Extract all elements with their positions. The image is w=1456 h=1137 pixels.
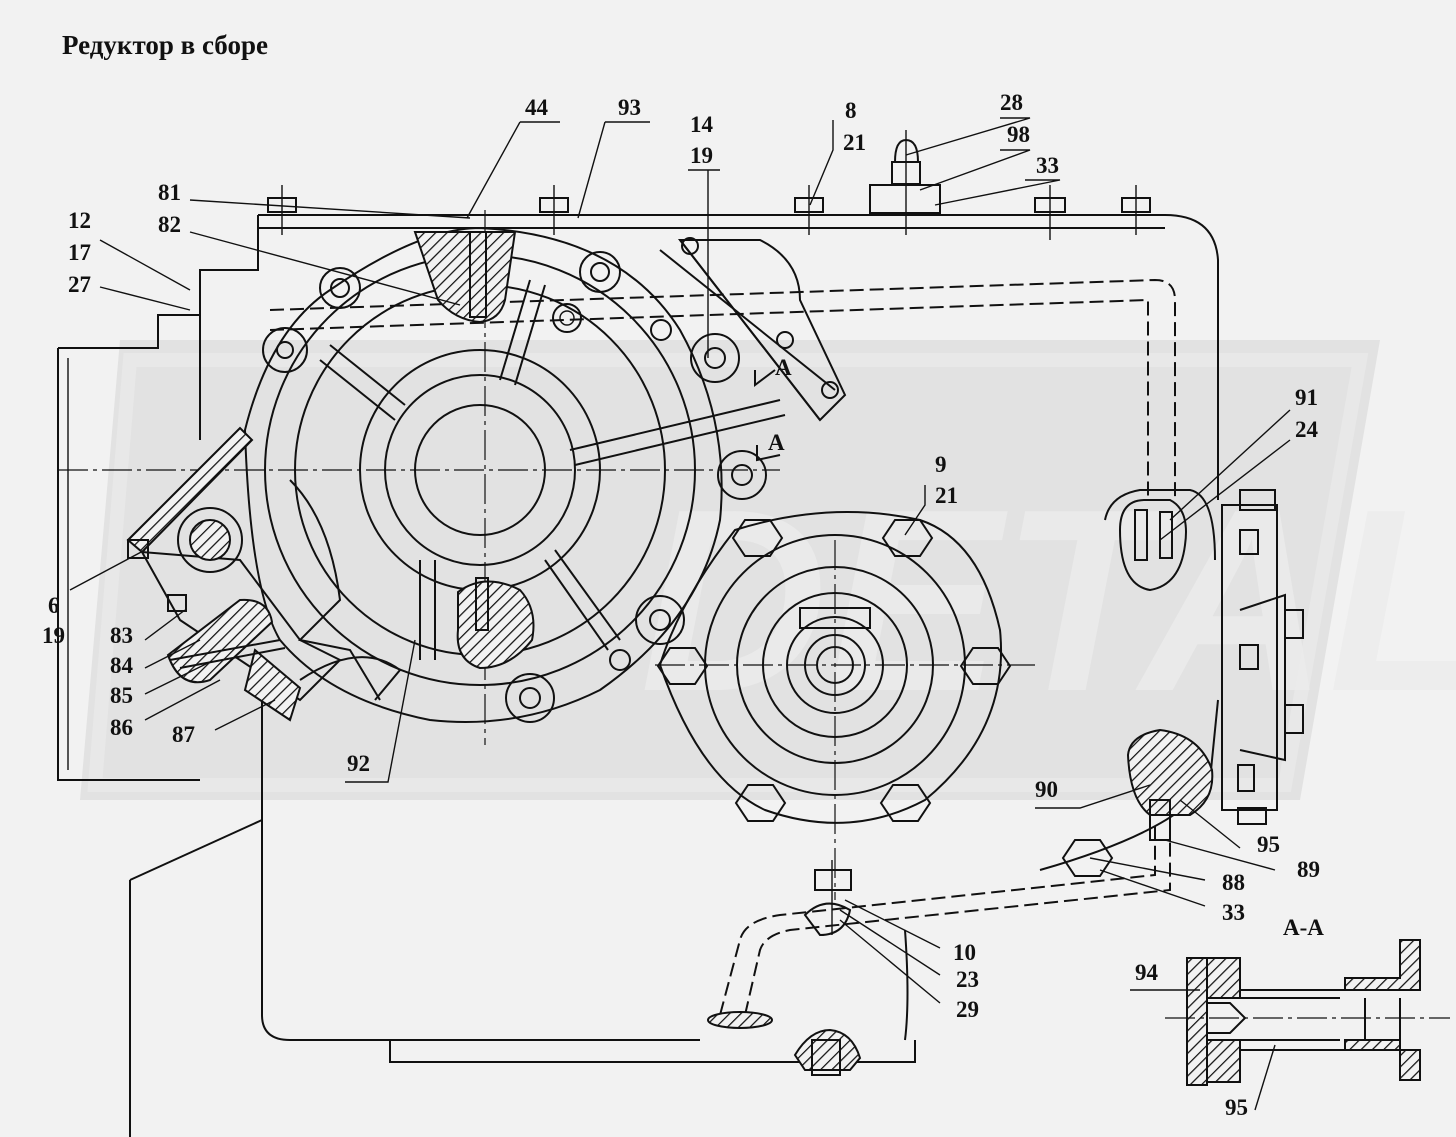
callout-91: 91 <box>1295 385 1318 410</box>
breather-icon <box>869 130 941 235</box>
section-aa-label: А-А <box>1283 915 1324 940</box>
callout-21-b: 21 <box>935 483 958 508</box>
callout-88: 88 <box>1222 870 1245 895</box>
callout-14: 14 <box>690 112 714 137</box>
callout-92: 92 <box>347 751 370 776</box>
hex-nut-icon <box>734 784 787 822</box>
watermark-text: DETAL <box>640 456 1456 746</box>
bolt-icon <box>1034 185 1066 240</box>
hex-nut-icon <box>879 784 932 822</box>
callout-24: 24 <box>1295 417 1319 442</box>
callout-27: 27 <box>68 272 91 297</box>
callout-17: 17 <box>68 240 91 265</box>
callout-89: 89 <box>1297 857 1320 882</box>
callout-21: 21 <box>843 130 866 155</box>
callouts: 44 93 14 19 8 21 28 98 33 81 82 12 17 27… <box>42 90 1320 1120</box>
hex-nut-icon <box>881 519 934 557</box>
callout-83: 83 <box>110 623 133 648</box>
callout-19-b: 19 <box>42 623 65 648</box>
lower-plug <box>803 860 852 937</box>
oil-lines <box>269 278 1176 1029</box>
callout-12: 12 <box>68 208 91 233</box>
callout-87: 87 <box>172 722 195 747</box>
callout-6: 6 <box>48 593 60 618</box>
callout-95: 95 <box>1257 832 1280 857</box>
bolt-icon <box>1121 185 1151 235</box>
leader-lines <box>69 117 1291 1111</box>
section-aa-detail: А-А <box>1165 915 1450 1086</box>
bolt-icon <box>539 185 569 235</box>
callout-86: 86 <box>110 715 133 740</box>
callout-85: 85 <box>110 683 133 708</box>
callout-9: 9 <box>935 452 947 477</box>
callout-8: 8 <box>845 98 857 123</box>
callout-84: 84 <box>110 653 134 678</box>
top-bolts <box>267 130 1151 240</box>
hex-nut-icon <box>1061 839 1114 877</box>
hex-nut-icon <box>731 519 784 557</box>
callout-94: 94 <box>1135 960 1159 985</box>
callout-33-b: 33 <box>1222 900 1245 925</box>
hex-nut-icon <box>656 647 709 685</box>
section-mark-bottom: А <box>768 430 785 455</box>
callout-33: 33 <box>1036 153 1059 178</box>
watermark-graphic: DETAL <box>80 340 1456 800</box>
callout-10: 10 <box>953 940 976 965</box>
callout-28: 28 <box>1000 90 1023 115</box>
callout-82: 82 <box>158 212 181 237</box>
callout-23: 23 <box>956 967 979 992</box>
left-shaft <box>57 314 200 781</box>
hex-nut-icon <box>959 647 1012 685</box>
callout-44: 44 <box>525 95 549 120</box>
callout-90: 90 <box>1035 777 1058 802</box>
left-cap-assembly <box>126 426 402 722</box>
callout-19: 19 <box>690 143 713 168</box>
output-flange <box>655 511 1114 900</box>
housing-outline <box>129 214 1219 1137</box>
section-a-cover: А А <box>659 237 847 462</box>
section-mark-top: А <box>775 355 792 380</box>
right-side-cover <box>1118 489 1304 841</box>
callout-95-b: 95 <box>1225 1095 1248 1120</box>
callout-81: 81 <box>158 180 181 205</box>
bottom-drain-plug <box>793 1028 862 1076</box>
callout-98: 98 <box>1007 122 1030 147</box>
callout-93: 93 <box>618 95 641 120</box>
callout-29: 29 <box>956 997 979 1022</box>
bolt-icon <box>794 185 824 235</box>
drawing-title: Редуктор в сборе <box>62 30 268 60</box>
